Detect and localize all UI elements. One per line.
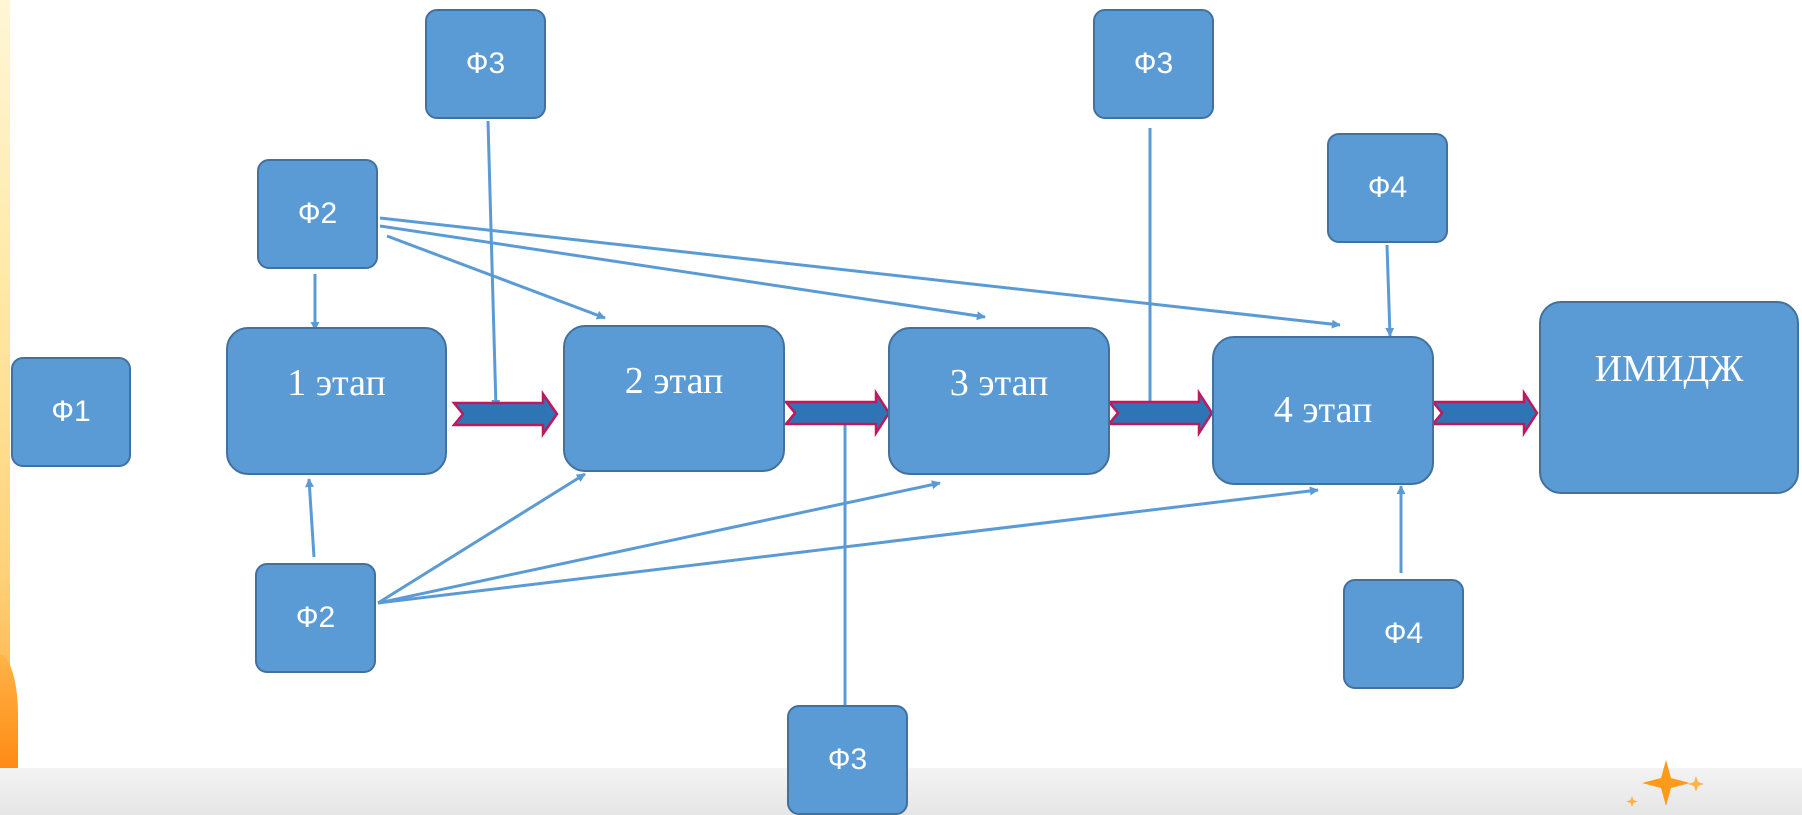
connector-f3topleft-flow1 [486,120,501,409]
stage-2-box: 2 этап [563,325,785,472]
factor-f3-bottom-label: Ф3 [827,743,868,776]
factor-f2-bottom-label: Ф2 [295,601,336,634]
connector-f2top-stage3 [379,224,986,321]
connector-f2bottom-stage2 [377,472,586,605]
factor-f2-top-box: Ф2 [257,159,378,269]
sparkle-icon [1626,760,1704,807]
factor-f4-bottom-label: Ф4 [1383,617,1424,650]
flow-arrow-stage4-image [1430,388,1539,438]
connector-f4top-stage4 [1385,244,1395,337]
connector-f2bottom-stage4 [377,486,1319,605]
stage-4-box: 4 этап [1212,336,1434,485]
result-image-box: ИМИДЖ [1539,301,1799,494]
left-decoration [0,0,10,815]
stage-3-box: 3 этап [888,327,1110,475]
connector-f2bottom-stage1 [305,478,316,558]
connector-f2bottom-stage3 [377,480,941,605]
result-image-label: ИМИДЖ [1594,348,1744,390]
stage-3-label: 3 этап [949,362,1049,404]
flow-arrow-stage3-stage4 [1106,388,1214,438]
stage-1-label: 1 этап [287,362,386,404]
factor-f1-box: Ф1 [11,357,131,467]
factor-f4-bottom-box: Ф4 [1343,579,1464,689]
factor-f1-label: Ф1 [51,395,91,428]
stage-1-box: 1 этап [226,327,447,475]
flow-arrow-stage2-stage3 [783,388,891,438]
stage-4-label: 4 этап [1273,389,1373,431]
factor-f4-top-label: Ф4 [1367,171,1408,204]
factor-f4-top-box: Ф4 [1327,133,1448,243]
connector-f2top-stage4 [379,216,1341,329]
connector-f2top-stage2 [386,234,606,320]
factor-f3-top-left-box: Ф3 [425,9,546,119]
factor-f3-top-right-label: Ф3 [1133,47,1174,80]
flow-arrow-stage1-stage2 [451,390,559,438]
factor-f3-top-left-label: Ф3 [465,47,506,80]
factor-f2-bottom-box: Ф2 [255,563,376,673]
factor-f3-bottom-box: Ф3 [787,705,908,815]
factor-f2-top-label: Ф2 [297,197,338,230]
factor-f3-top-right-box: Ф3 [1093,9,1214,119]
stage-2-label: 2 этап [624,359,724,402]
